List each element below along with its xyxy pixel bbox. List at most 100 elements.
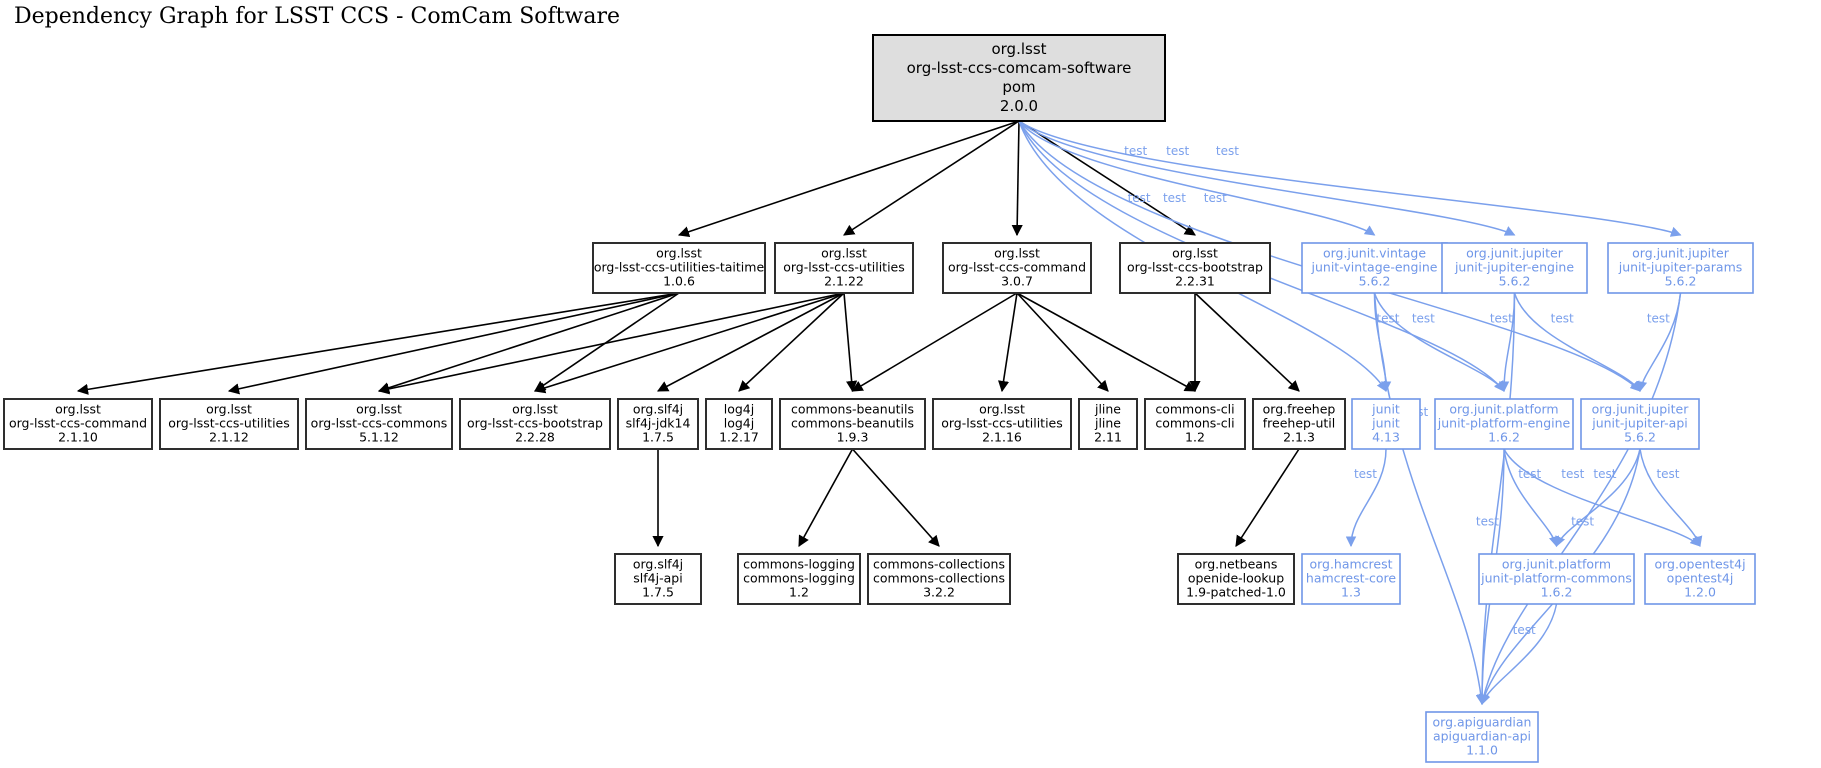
node-box[interactable] <box>1252 398 1346 450</box>
node-group: commons-beanutils <box>791 402 914 417</box>
dependency-edge <box>1373 292 1505 392</box>
node-box[interactable] <box>705 398 773 450</box>
node-artifact: commons-cli <box>1155 416 1234 431</box>
node-box[interactable] <box>1441 242 1588 294</box>
graph-node-platform-engine[interactable]: org.junit.platformjunit-platform-engine1… <box>1434 398 1574 450</box>
graph-node-taitime[interactable]: org.lsstorg-lsst-ccs-utilities-taitime1.… <box>592 242 766 294</box>
node-artifact: hamcrest-core <box>1306 571 1396 586</box>
node-box[interactable] <box>617 398 699 450</box>
node-version: 2.1.12 <box>209 430 249 445</box>
node-version: 2.1.10 <box>58 430 98 445</box>
node-box[interactable] <box>1351 398 1421 450</box>
node-artifact: junit-platform-engine <box>1437 416 1571 431</box>
node-group: org.netbeans <box>1195 557 1278 572</box>
node-box[interactable] <box>942 242 1092 294</box>
node-version: 2.2.28 <box>515 430 555 445</box>
dependency-edge <box>798 448 854 547</box>
node-box[interactable] <box>737 553 861 605</box>
node-box[interactable] <box>159 398 299 450</box>
dependency-edge <box>738 292 845 392</box>
graph-node-jupiter-engine[interactable]: org.junit.jupiterjunit-jupiter-engine5.6… <box>1441 242 1588 294</box>
node-artifact: opentest4j <box>1667 571 1734 586</box>
node-group: org.slf4j <box>633 557 683 572</box>
edge-label-scope: test <box>1163 191 1186 205</box>
dependency-edge <box>1011 120 1023 237</box>
node-group: org.slf4j <box>633 402 683 417</box>
dependency-edge <box>533 292 845 394</box>
node-box[interactable] <box>1580 398 1700 450</box>
node-artifact: commons-beanutils <box>791 416 914 431</box>
graph-node-commons-collections[interactable]: commons-collectionscommons-collections3.… <box>867 553 1011 605</box>
node-box[interactable] <box>779 398 926 450</box>
node-box[interactable] <box>1478 553 1635 605</box>
node-box[interactable] <box>872 34 1166 122</box>
node-version: 1.6.2 <box>1541 585 1573 600</box>
node-box[interactable] <box>932 398 1072 450</box>
node-box[interactable] <box>1301 242 1448 294</box>
node-box[interactable] <box>867 553 1011 605</box>
node-artifact: org-lsst-ccs-bootstrap <box>467 416 603 431</box>
graph-node-openide-lookup[interactable]: org.netbeansopenide-lookup1.9-patched-1.… <box>1177 553 1295 605</box>
node-group: org.junit.jupiter <box>1632 246 1730 261</box>
node-version: 1.0.6 <box>663 274 695 289</box>
node-artifact: junit-vintage-engine <box>1311 260 1438 275</box>
dependency-edge <box>377 292 680 394</box>
node-group: org.lsst <box>991 40 1046 58</box>
node-box[interactable] <box>1144 398 1246 450</box>
node-box[interactable] <box>305 398 453 450</box>
node-artifact: org-lsst-ccs-commons <box>311 416 448 431</box>
graph-node-vintage-engine[interactable]: org.junit.vintagejunit-vintage-engine5.6… <box>1301 242 1448 294</box>
node-box[interactable] <box>1119 242 1271 294</box>
dependency-edge <box>1555 448 1641 547</box>
dependency-edge <box>1373 292 1487 706</box>
edge-label-scope: test <box>1571 514 1594 528</box>
node-box[interactable] <box>1644 553 1756 605</box>
node-box[interactable] <box>774 242 914 294</box>
node-box[interactable] <box>459 398 611 450</box>
node-artifact: org-lsst-ccs-comcam-software <box>907 59 1132 77</box>
node-box[interactable] <box>1078 398 1138 450</box>
graph-node-jupiter-params[interactable]: org.junit.jupiterjunit-jupiter-params5.6… <box>1607 242 1754 294</box>
node-box[interactable] <box>3 398 153 450</box>
edge-label-scope: test <box>1513 623 1536 637</box>
node-box[interactable] <box>1607 242 1754 294</box>
node-version: 1.9-patched-1.0 <box>1186 585 1286 600</box>
node-box[interactable] <box>592 242 766 294</box>
node-box[interactable] <box>614 553 702 605</box>
node-artifact: junit-jupiter-api <box>1591 416 1688 431</box>
dependency-edge <box>1503 448 1701 547</box>
node-artifact: junit-jupiter-engine <box>1454 260 1574 275</box>
graph-node-root[interactable]: org.lsstorg-lsst-ccs-comcam-softwarepom2… <box>872 34 1166 122</box>
node-box[interactable] <box>1425 711 1539 763</box>
edge-label-scope: test <box>1166 144 1189 158</box>
edge-label-scope: test <box>1376 311 1399 325</box>
node-box[interactable] <box>1434 398 1574 450</box>
node-box[interactable] <box>1177 553 1295 605</box>
dependency-edge <box>1018 120 1682 237</box>
node-box[interactable] <box>1301 553 1401 605</box>
graph-node-platform-commons[interactable]: org.junit.platformjunit-platform-commons… <box>1478 553 1635 605</box>
